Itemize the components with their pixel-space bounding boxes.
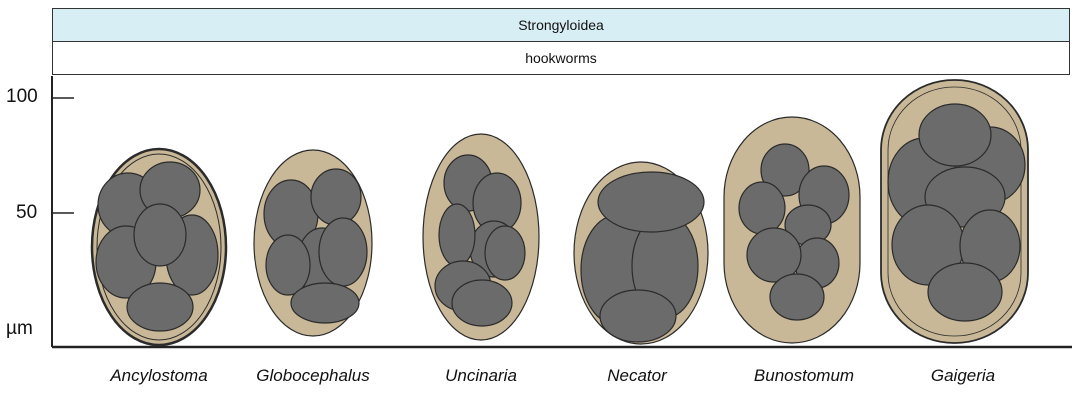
- blastomere: [598, 172, 704, 232]
- blastomere: [919, 104, 991, 166]
- blastomere: [127, 283, 193, 331]
- blastomere: [266, 235, 310, 295]
- blastomere: [739, 182, 785, 234]
- egg-necator: [574, 162, 708, 344]
- blastomere: [134, 204, 186, 266]
- egg-globocephalus: [254, 150, 372, 336]
- blastomere: [600, 290, 676, 342]
- genus-label-uncinaria: Uncinaria: [445, 366, 517, 386]
- blastomere: [928, 263, 1002, 321]
- blastomere: [319, 218, 367, 286]
- egg-ancylostoma: [92, 149, 226, 345]
- genus-label-gaigeria: Gaigeria: [931, 366, 995, 386]
- genus-label-globocephalus: Globocephalus: [256, 366, 369, 386]
- genus-label-necator: Necator: [607, 366, 667, 386]
- egg-gaigeria: [881, 80, 1028, 343]
- blastomere: [291, 283, 359, 323]
- blastomere: [311, 169, 361, 225]
- blastomere: [770, 274, 824, 320]
- genus-label-bunostomum: Bunostomum: [754, 366, 854, 386]
- blastomere: [485, 226, 525, 280]
- genus-label-ancylostoma: Ancylostoma: [110, 366, 207, 386]
- blastomere: [452, 280, 512, 326]
- egg-uncinaria: [423, 134, 539, 340]
- blastomere: [439, 204, 475, 266]
- egg-bunostomum: [724, 117, 860, 343]
